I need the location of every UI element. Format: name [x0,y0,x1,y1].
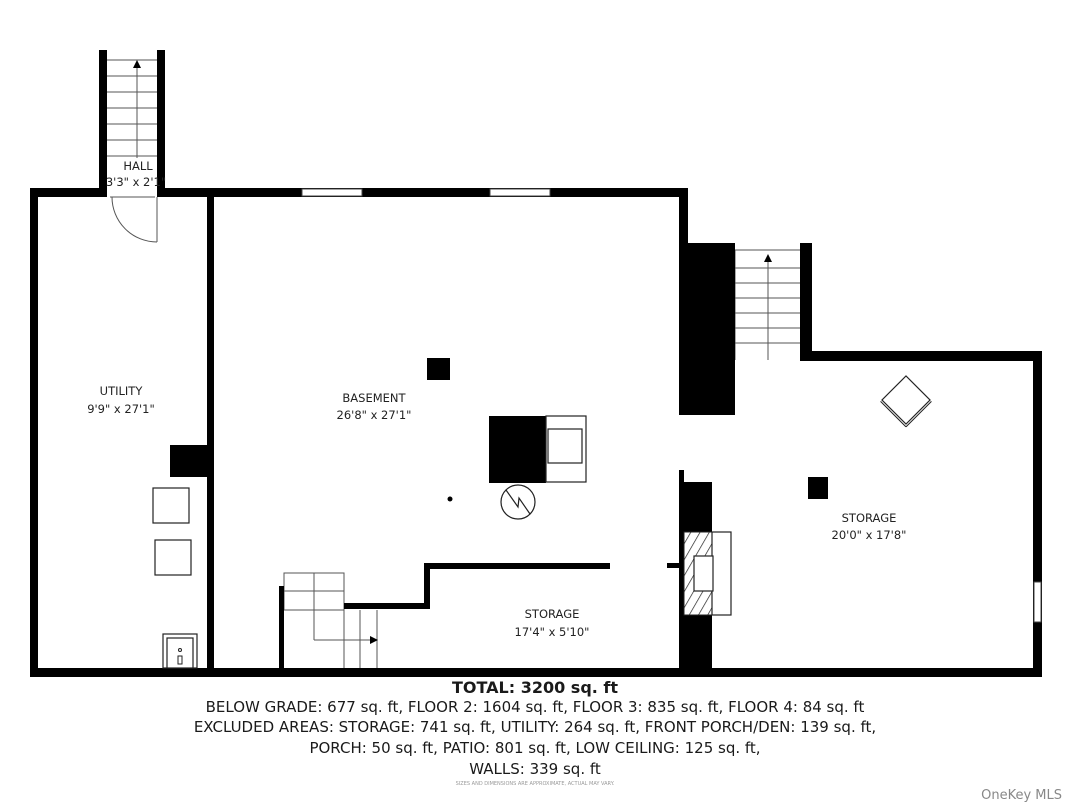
watermark: OneKey MLS [981,788,1062,803]
hall-door [110,196,158,243]
sump-pit [880,375,932,428]
fireplace [667,531,732,616]
room-name-basement: BASEMENT [342,391,406,405]
windows [301,188,1042,623]
dryer [154,539,192,576]
summary-line-2: EXCLUDED AREAS: STORAGE: 741 sq. ft, UTI… [194,718,876,736]
hall-stairs [107,59,157,158]
room-name-hall: HALL [123,159,153,173]
stair-arrow-icon [370,636,378,644]
room-dims-hall: 3'3" x 2'1" [106,175,166,189]
summary-line-3: PORCH: 50 sq. ft, PATIO: 801 sq. ft, LOW… [309,739,760,757]
room-name-storage-lower: STORAGE [525,607,580,621]
lower-stairs [283,572,378,668]
room-dims-basement: 26'8" x 27'1" [337,408,412,422]
stair-up-arrow-icon [764,254,772,262]
storage-stairs [734,249,800,360]
window [301,188,363,197]
summary-line-1: BELOW GRADE: 677 sq. ft, FLOOR 2: 1604 s… [206,698,865,716]
disclaimer: SIZES AND DIMENSIONS ARE APPROXIMATE, AC… [456,781,615,787]
area-summary: TOTAL: 3200 sq. ft BELOW GRADE: 677 sq. … [194,678,876,787]
column [427,358,450,380]
window [1033,581,1042,623]
room-labels: HALL 3'3" x 2'1" UTILITY 9'9" x 27'1" BA… [87,159,906,639]
furnace [489,416,546,483]
floor-drain [447,496,453,502]
washer [152,487,190,524]
room-dims-storage: 20'0" x 17'8" [832,528,907,542]
summary-line-4: WALLS: 339 sq. ft [469,760,601,778]
total-area: TOTAL: 3200 sq. ft [452,678,618,697]
window [489,188,551,197]
fixtures [152,358,932,669]
room-dims-utility: 9'9" x 27'1" [87,402,155,416]
stair-up-arrow-icon [133,60,141,68]
room-name-storage: STORAGE [842,511,897,525]
column [808,477,828,499]
room-name-utility: UTILITY [100,384,144,398]
walls [30,50,1042,677]
room-dims-storage-lower: 17'4" x 5'10" [515,625,590,639]
